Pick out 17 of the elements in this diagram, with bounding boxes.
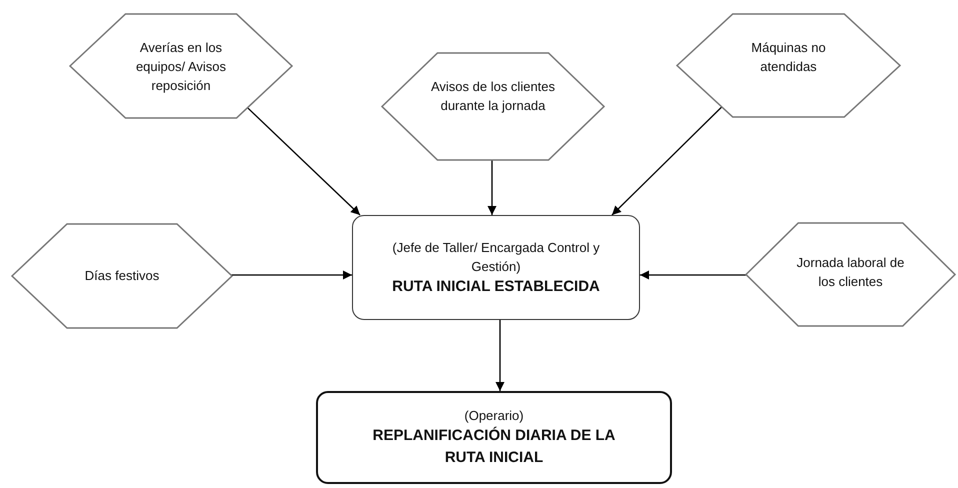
arrow	[496, 320, 504, 391]
role-text: (Operario)	[464, 407, 524, 425]
arrow	[612, 106, 722, 216]
process-box	[352, 215, 640, 320]
arrow	[247, 107, 360, 216]
role-text: (Jefe de Taller/ Encargada Control y Gestión)	[391, 238, 601, 276]
arrow	[230, 270, 352, 280]
box-title: RUTA INICIAL ESTABLECIDA	[392, 276, 600, 296]
arrow	[640, 270, 746, 280]
node-text: Días festivos	[84, 267, 160, 285]
node-text: Averías en los equipos/ Avisos reposición	[134, 39, 228, 95]
box-title: REPLANIFICACIÓN DIARIA DE LA RUTA INICIAL	[372, 426, 616, 468]
node-text: Jornada laboral de los clientes	[796, 254, 906, 291]
process-box	[316, 391, 672, 484]
arrow	[488, 160, 496, 215]
node-text: Avisos de los clientes durante la jornada	[430, 78, 556, 115]
node-text: Máquinas no atendidas	[750, 39, 827, 76]
